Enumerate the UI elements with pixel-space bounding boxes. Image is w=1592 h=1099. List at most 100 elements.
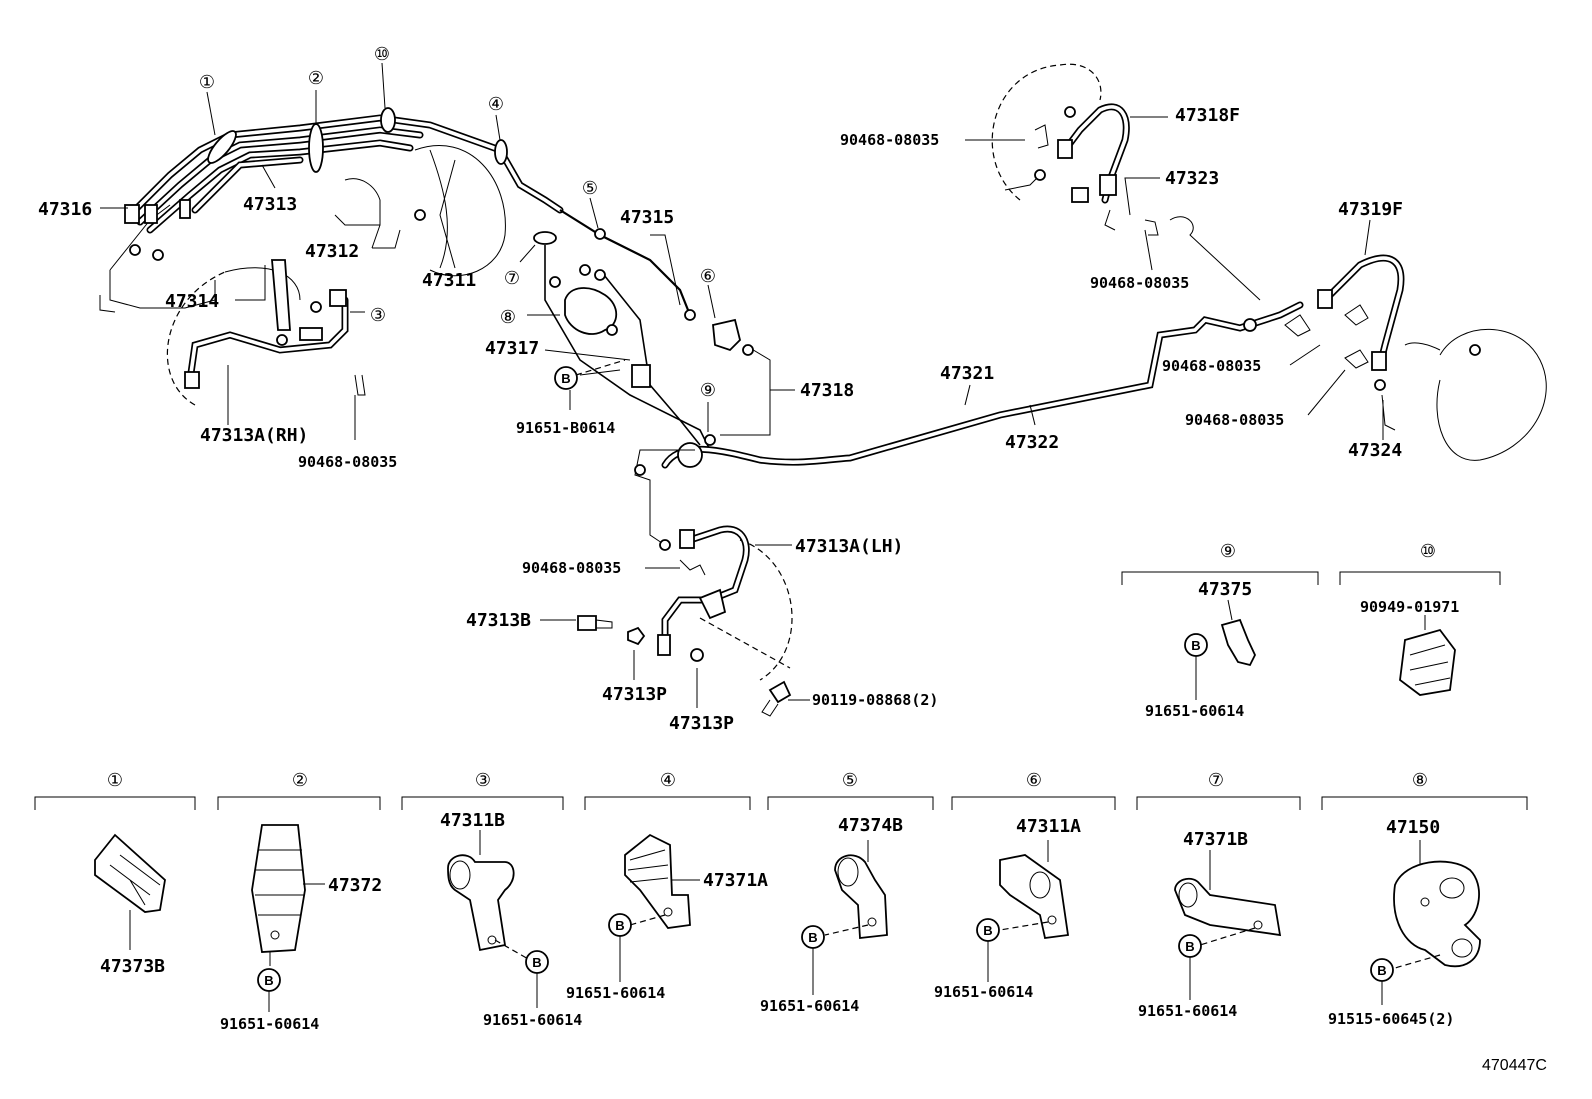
callout-5: ⑤ xyxy=(582,178,598,199)
label-91651-6: 91651-60614 xyxy=(934,983,1033,1001)
bolt-9: B xyxy=(1184,633,1208,700)
inset-bracket-9-10 xyxy=(1121,571,1501,696)
part-47371b xyxy=(1174,850,1282,946)
inset-4-number: ④ xyxy=(660,770,676,791)
label-90468-a: 90468-08035 xyxy=(298,453,397,471)
label-47313a-lh: 47313A(LH) xyxy=(795,536,903,557)
callout-6: ⑥ xyxy=(700,266,716,287)
label-47315: 47315 xyxy=(620,207,674,228)
label-90468-d: 90468-08035 xyxy=(1162,357,1261,375)
bolt-symbols: B B B B B B B xyxy=(257,359,1394,1012)
callout-7: ⑦ xyxy=(504,268,520,289)
label-91651-4: 91651-60614 xyxy=(566,984,665,1002)
inset-2-number: ② xyxy=(292,770,308,791)
label-47313p-b: 47313P xyxy=(669,713,734,734)
bolt-8: B xyxy=(1370,958,1394,1005)
label-47319f: 47319F xyxy=(1338,199,1403,220)
inset-5-number: ⑤ xyxy=(842,770,858,791)
label-47323: 47323 xyxy=(1165,168,1219,189)
front-lh-hose xyxy=(634,449,793,681)
label-91515: 91515-60645(2) xyxy=(1328,1010,1454,1028)
inset-3-number: ③ xyxy=(475,770,491,791)
callout-numbers: ① ② ⑩ ④ ⑤ ⑦ ⑥ ⑧ ③ ⑨ ⑨ ⑩ ① ② ③ ④ ⑤ ⑥ ⑦ ⑧ xyxy=(107,44,1436,791)
callout-9: ⑨ xyxy=(700,380,716,401)
inset-9-number: ⑨ xyxy=(1220,541,1236,562)
svg-text:B: B xyxy=(808,930,817,945)
label-47313a-rh: 47313A(RH) xyxy=(200,425,308,446)
clamp-6-bracket xyxy=(712,318,771,436)
part-47311a xyxy=(999,840,1070,939)
label-47311: 47311 xyxy=(422,270,476,291)
svg-text:B: B xyxy=(983,923,992,938)
part-47374b xyxy=(824,840,888,939)
label-47321: 47321 xyxy=(940,363,994,384)
label-47373b: 47373B xyxy=(100,956,165,977)
callout-3: ③ xyxy=(370,305,386,326)
inset-8-number: ⑧ xyxy=(1412,770,1428,791)
label-47314: 47314 xyxy=(165,291,219,312)
label-90468-e: 90468-08035 xyxy=(1185,411,1284,429)
label-91651-3: 91651-60614 xyxy=(483,1011,582,1029)
label-47375: 47375 xyxy=(1198,579,1252,600)
bolt-7: B xyxy=(1178,934,1202,1000)
inset-6-number: ⑥ xyxy=(1026,770,1042,791)
svg-text:B: B xyxy=(1191,638,1200,653)
label-90468-f: 90468-08035 xyxy=(522,559,621,577)
front-tube-bundle xyxy=(126,107,692,316)
label-47313p-a: 47313P xyxy=(602,684,667,705)
part-47371a xyxy=(624,833,700,929)
inset-1-number: ① xyxy=(107,770,123,791)
bolt-2: B xyxy=(257,968,281,1012)
proportioning-valve-area xyxy=(544,245,711,451)
front-rh-hose xyxy=(166,259,366,406)
callout-4: ④ xyxy=(488,94,504,115)
label-90119: 90119-08868(2) xyxy=(812,691,938,709)
part-47150 xyxy=(1393,840,1481,969)
label-47313b: 47313B xyxy=(466,610,531,631)
bolt-main: B xyxy=(554,359,626,390)
label-47371b: 47371B xyxy=(1183,829,1248,850)
callout-1: ① xyxy=(199,72,215,93)
leader-lines xyxy=(100,62,1384,708)
callout-2: ② xyxy=(308,68,324,89)
part-47311b xyxy=(447,830,531,961)
rear-upper-brake xyxy=(991,63,1261,301)
svg-text:B: B xyxy=(1185,939,1194,954)
callout-8: ⑧ xyxy=(500,307,516,328)
fasteners-lh xyxy=(577,615,792,717)
label-47311b: 47311B xyxy=(440,810,505,831)
rear-right-brake xyxy=(1243,254,1547,461)
label-47150: 47150 xyxy=(1386,817,1440,838)
part-47373b xyxy=(94,833,166,950)
label-91651-5: 91651-60614 xyxy=(760,997,859,1015)
inset-10-number: ⑩ xyxy=(1420,541,1436,562)
bolt-3: B xyxy=(525,950,549,1008)
svg-text:B: B xyxy=(1377,963,1386,978)
label-90949: 90949-01971 xyxy=(1360,598,1459,616)
label-91651-b0614: 91651-B0614 xyxy=(516,419,615,437)
master-cylinder-outline xyxy=(99,145,506,313)
label-47372: 47372 xyxy=(328,875,382,896)
label-91651-7: 91651-60614 xyxy=(1138,1002,1237,1020)
label-90468-b: 90468-08035 xyxy=(840,131,939,149)
callout-10: ⑩ xyxy=(374,44,390,65)
label-47312: 47312 xyxy=(305,241,359,262)
label-47316: 47316 xyxy=(38,199,92,220)
label-47317: 47317 xyxy=(485,338,539,359)
bolt-5: B xyxy=(801,925,825,995)
label-91651-9: 91651-60614 xyxy=(1145,702,1244,720)
label-47324: 47324 xyxy=(1348,440,1402,461)
label-47374b: 47374B xyxy=(838,815,903,836)
rear-tube xyxy=(661,301,1304,469)
figure-number: 470447C xyxy=(1482,1057,1547,1074)
svg-text:B: B xyxy=(532,955,541,970)
inset-7-number: ⑦ xyxy=(1208,770,1224,791)
label-47371a: 47371A xyxy=(703,870,768,891)
label-47313: 47313 xyxy=(243,194,297,215)
label-47318: 47318 xyxy=(800,380,854,401)
label-47311a: 47311A xyxy=(1016,816,1081,837)
part-labels: 47316 47313 47312 47311 47314 47313A(RH)… xyxy=(38,105,1547,1074)
svg-text:B: B xyxy=(561,371,570,386)
part-47372 xyxy=(251,824,325,966)
